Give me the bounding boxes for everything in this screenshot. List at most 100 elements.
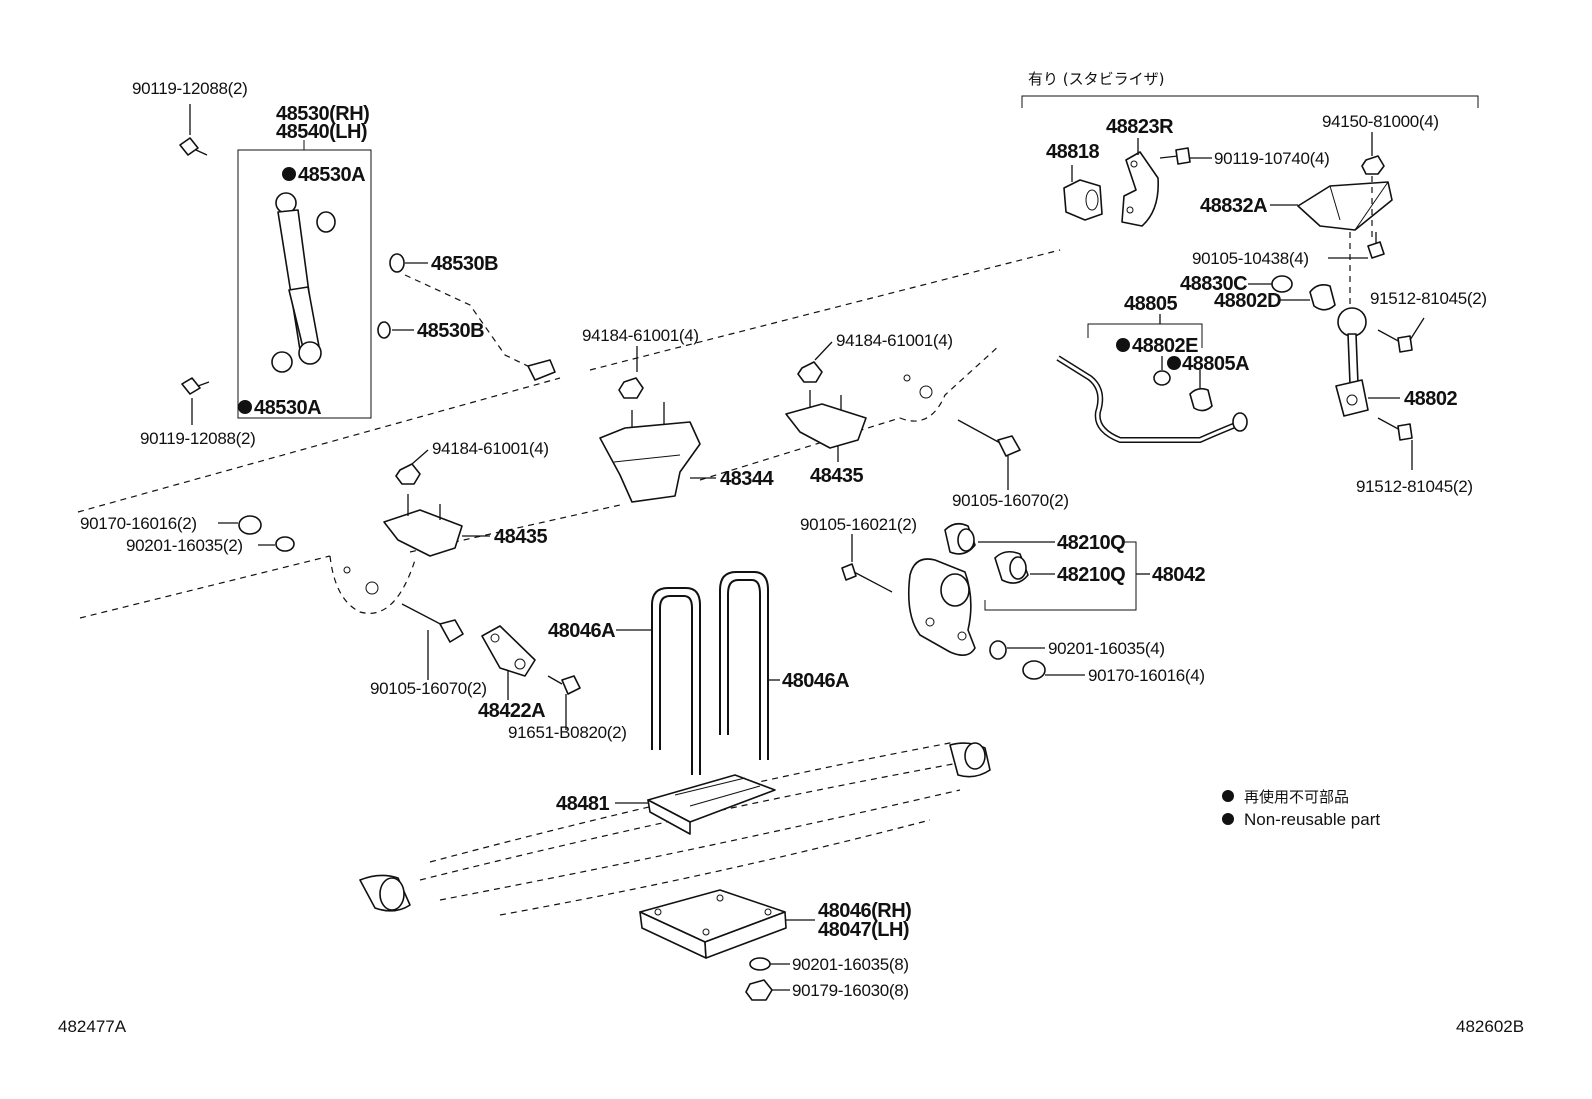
bumper-48435-left-part[interactable] [383,494,463,557]
spring-seat-48481-part[interactable] [647,774,776,835]
label-bolt-91512-bottom: 91512-81045(2) [1356,477,1473,496]
bracket-48422a-part[interactable] [481,625,536,677]
bushing-48802d-part[interactable] [1309,284,1336,311]
bushing-48805a-part[interactable] [1189,387,1213,412]
label-bolt-91512-top: 91512-81045(2) [1370,289,1487,308]
label-bar-48805: 48805 [1124,293,1177,315]
footer-left-code: 482477A [58,1017,127,1036]
legend-dot-en [1222,813,1234,825]
cushion-48530a-top-part[interactable] [316,211,336,233]
label-cushion-48530a-bottom: 48530A [254,397,321,419]
label-plate-lh: 48047(LH) [818,919,909,941]
leaf-spring [359,741,991,916]
label-shock-lh: 48540(LH) [276,121,367,143]
nut-94184-left-part[interactable] [618,377,644,399]
label-cushion-48530a-top: 48530A [298,164,365,186]
shock-absorber[interactable] [275,192,322,365]
label-stabilizer-option: 有り (スタビライザ) [1028,70,1164,88]
bracket-48832a-part[interactable] [1297,181,1393,231]
label-bumper-48435-left: 48435 [494,526,547,548]
bracket-48823r-part[interactable] [1121,151,1159,227]
u-bolt-48046a-right-part[interactable] [719,571,769,760]
label-plate-rh: 48046(RH) [818,900,911,922]
label-ubolt-48046a-left: 48046A [548,620,615,642]
shackle-48042-part[interactable] [907,558,976,656]
non-reusable-dot-48802e [1116,338,1130,352]
label-seat-48481: 48481 [556,793,609,815]
label-bracket-48832a: 48832A [1200,195,1267,217]
label-bushing-48210q-1: 48210Q [1057,532,1125,554]
label-ubolt-48046a-right: 48046A [782,670,849,692]
washer-48530b-1-part[interactable] [389,253,405,273]
label-bolt-90119-10740: 90119-10740(4) [1214,149,1330,168]
nut-90179-16030-part[interactable] [745,979,773,1001]
u-bolt-48046a-left-part[interactable] [651,587,701,775]
label-link-48802: 48802 [1404,388,1457,410]
label-bushing-48805a: 48805A [1182,353,1249,375]
nut-94184-mid-part[interactable] [797,361,823,383]
label-bolt-90105-16021: 90105-16021(2) [800,515,917,534]
legend-dot-jp [1222,790,1234,802]
label-bushing-48210q-2: 48210Q [1057,564,1125,586]
label-washer-48530b-1: 48530B [431,253,498,275]
nut-90170-16016-4-part[interactable] [1022,660,1046,680]
label-bolt-90105-16070-left: 90105-16070(2) [370,679,487,698]
cushion-48818-part[interactable] [1063,179,1103,221]
bolt-90119-10740-part[interactable] [1159,147,1191,165]
stabilizer-bracket-range [1021,95,1479,108]
label-nut-90170-16016-left: 90170-16016(2) [80,514,197,533]
non-reusable-dot-48805a [1167,356,1181,370]
label-nut-94150-81000: 94150-81000(4) [1322,112,1439,131]
label-bracket-48422a: 48422A [478,700,545,722]
nut-94184-low-part[interactable] [395,463,421,485]
nut-90170-16016-left-part[interactable] [238,515,262,535]
label-bushing-48802e: 48802E [1132,335,1198,357]
bushing-48210q-1-part[interactable] [944,522,976,555]
label-shock-rh: 48530(RH) [276,103,369,125]
washer-90201-16035-left-part[interactable] [275,536,295,552]
stabilizer-link-48802-part[interactable] [1335,307,1369,417]
label-nut-90179-16030: 90179-16030(8) [792,981,909,1000]
bolt-91512-top-part[interactable] [1377,329,1413,353]
label-bracket-48823r: 48823R [1106,116,1174,138]
label-cushion-48818: 48818 [1046,141,1099,163]
bolt-91512-bottom-part[interactable] [1377,417,1413,441]
label-washer-48530b-2: 48530B [417,320,484,342]
washer-90201-16035-4-part[interactable] [989,640,1007,660]
label-nut-94184-low: 94184-61001(4) [432,439,549,458]
bolt-90105-16070-left-part[interactable] [401,603,464,643]
cushion-48530a-bottom-part[interactable] [271,351,293,373]
legend: 再使用不可部品 Non-reusable part [1222,788,1380,829]
plate-48046-part[interactable] [639,889,787,959]
bumper-48435-mid-part[interactable] [785,390,867,449]
label-washer-90201-16035-4: 90201-16035(4) [1048,639,1165,658]
label-nut-94184-mid: 94184-61001(4) [836,331,953,350]
bolt-90119-12088-top-part[interactable] [179,137,208,156]
label-bolt-90119-12088-top: 90119-12088(2) [132,79,248,98]
washer-48530b-2-part[interactable] [377,321,391,339]
label-bolt-90119-12088-bottom: 90119-12088(2) [140,429,256,448]
bumper-48344-part[interactable] [599,402,701,503]
part-labels: 有り (スタビライザ) 90119-12088(2) 90119-12088(2… [80,70,1487,1000]
footer-right-code: 482602B [1456,1017,1524,1036]
label-bolt-91651-b0820: 91651-B0820(2) [508,723,627,742]
bushing-48802e-part[interactable] [1153,370,1171,386]
label-nut-90170-16016-4: 90170-16016(4) [1088,666,1205,685]
bushing-48210q-2-part[interactable] [994,550,1029,584]
bolt-90119-12088-bottom-part[interactable] [181,377,210,395]
nut-94150-81000-part[interactable] [1361,155,1385,175]
bolt-91651-b0820-part[interactable] [547,675,581,695]
non-reusable-dot-48530a-top [282,167,296,181]
shock-absorber-group [237,140,372,419]
label-bushing-48802d: 48802D [1214,290,1281,312]
bolt-90105-16070-mid-part[interactable] [957,419,1021,457]
label-bolt-90105-10438: 90105-10438(4) [1192,249,1309,268]
stabilizer-bar-48805-part[interactable] [1056,355,1248,443]
label-washer-90201-16035-left: 90201-16035(2) [126,536,243,555]
legend-jp-text: 再使用不可部品 [1244,788,1349,806]
label-shackle-48042: 48042 [1152,564,1205,586]
bolt-90105-10438-part[interactable] [1367,232,1385,259]
bolt-90105-16021-part[interactable] [841,563,893,593]
washer-90201-16035-8-part[interactable] [749,957,771,971]
